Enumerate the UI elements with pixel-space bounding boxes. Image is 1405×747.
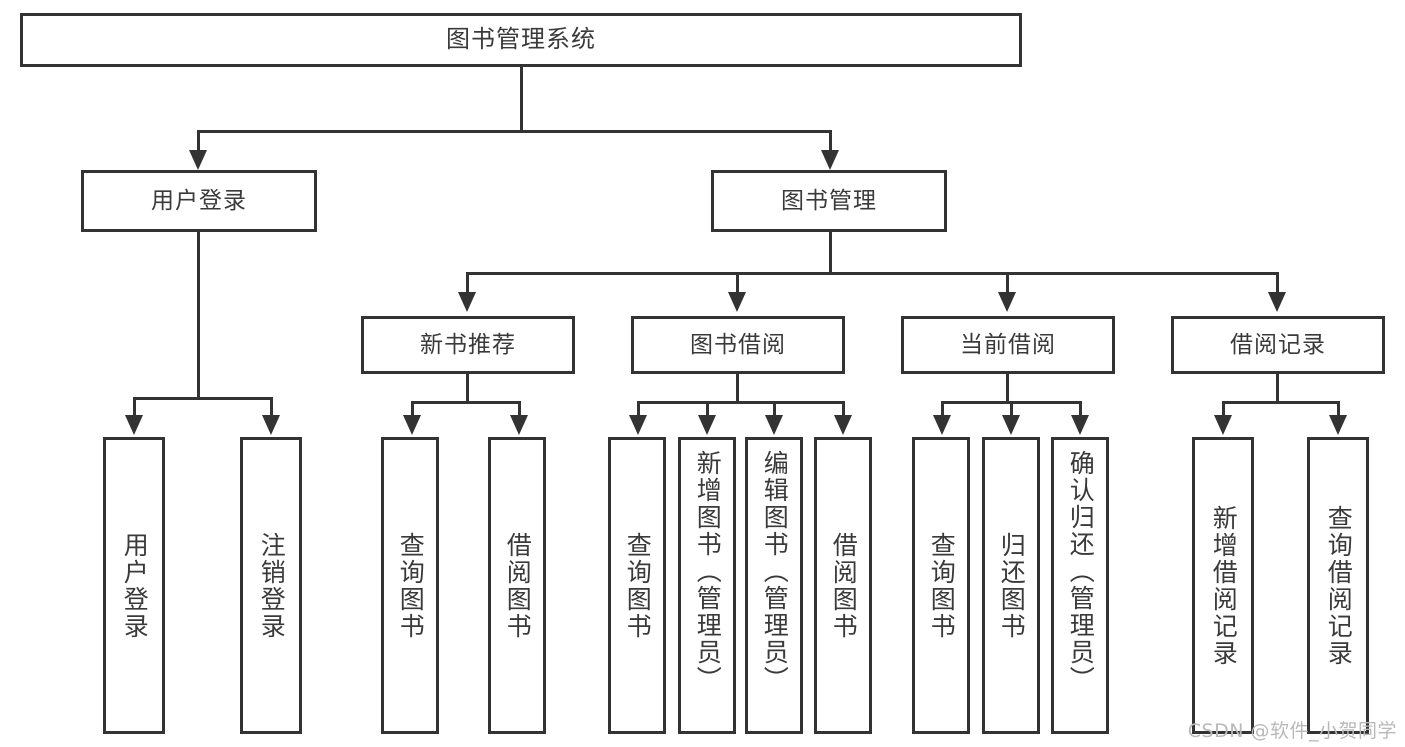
node-label: 图书管理	[781, 187, 877, 214]
connector-cb-drop-3	[1079, 401, 1082, 417]
connector-bb-drop-2	[706, 401, 709, 417]
connector-bb-drop-3	[773, 401, 776, 417]
connector-user-login-drop-1	[133, 397, 136, 417]
leaf-nbr-borrow-book[interactable]: 借阅图书	[488, 437, 546, 734]
connector-bb-drop-1	[637, 401, 640, 417]
leaf-br-query-record[interactable]: 查询借阅记录	[1307, 437, 1369, 734]
connector-nbr-drop-2	[518, 401, 521, 417]
connector-bb-bus	[637, 401, 845, 404]
node-label: 图书管理系统	[446, 25, 596, 54]
connector-user-login-bus	[133, 397, 270, 400]
leaf-label: 确认归还（管理员）	[1066, 450, 1096, 693]
leaf-user-login[interactable]: 用户登录	[103, 437, 165, 734]
leaf-label: 新增借阅记录	[1209, 504, 1239, 667]
leaf-label: 查询图书	[927, 531, 957, 640]
leaf-logout[interactable]: 注销登录	[240, 437, 302, 734]
connector-root-bus	[197, 130, 832, 133]
connector-nbr-bus	[411, 401, 521, 404]
connector-bb-stem	[736, 374, 739, 401]
arrow-to-leaf-bb-query-book	[629, 415, 647, 435]
leaf-br-add-record[interactable]: 新增借阅记录	[1192, 437, 1254, 734]
node-root-book-management-system[interactable]: 图书管理系统	[20, 13, 1022, 67]
csdn-watermark: CSDN @软件_小贺同学	[1187, 720, 1397, 742]
node-label: 新书推荐	[420, 331, 516, 358]
connector-bb-drop-4	[842, 401, 845, 417]
connector-br-drop-2	[1337, 401, 1340, 417]
leaf-label: 编辑图书（管理员）	[760, 450, 790, 693]
arrow-to-leaf-logout	[262, 415, 280, 435]
arrow-to-leaf-nbr-borrow-book	[510, 415, 528, 435]
node-borrow-record[interactable]: 借阅记录	[1171, 316, 1385, 374]
arrow-to-leaf-br-add-record	[1214, 415, 1232, 435]
connector-root-to-book-management	[829, 130, 832, 152]
node-label: 当前借阅	[960, 331, 1056, 358]
leaf-bb-borrow-book[interactable]: 借阅图书	[814, 437, 872, 734]
leaf-label: 归还图书	[997, 531, 1027, 640]
node-label: 用户登录	[151, 187, 247, 214]
connector-user-login-drop-2	[270, 397, 273, 417]
leaf-bb-edit-book[interactable]: 编辑图书（管理员）	[745, 437, 803, 734]
connector-br-drop-1	[1222, 401, 1225, 417]
leaf-cb-confirm-return[interactable]: 确认归还（管理员）	[1051, 437, 1109, 734]
arrow-to-leaf-cb-confirm-return	[1071, 415, 1089, 435]
arrow-to-leaf-cb-query-book	[933, 415, 951, 435]
connector-nbr-drop-1	[411, 401, 414, 417]
arrow-to-leaf-user-login	[125, 415, 143, 435]
connector-cb-drop-1	[941, 401, 944, 417]
arrow-to-leaf-cb-return-book	[1002, 415, 1020, 435]
connector-root-stem	[520, 67, 523, 130]
connector-user-login-stem	[197, 232, 200, 397]
arrow-to-leaf-bb-borrow-book	[834, 415, 852, 435]
arrow-to-leaf-nbr-query-book	[403, 415, 421, 435]
connector-book-management-bus	[466, 272, 1278, 275]
connector-br-stem	[1276, 374, 1279, 401]
node-label: 借阅记录	[1230, 331, 1326, 358]
connector-cb-stem	[1006, 374, 1009, 401]
arrow-to-user-login	[189, 150, 207, 170]
leaf-label: 查询借阅记录	[1324, 504, 1354, 667]
leaf-label: 用户登录	[120, 531, 150, 640]
leaf-nbr-query-book[interactable]: 查询图书	[381, 437, 439, 734]
connector-bm-drop-1	[466, 272, 469, 294]
connector-br-bus	[1222, 401, 1340, 404]
node-book-management[interactable]: 图书管理	[711, 170, 947, 232]
node-book-borrow[interactable]: 图书借阅	[631, 316, 845, 374]
node-new-book-recommend[interactable]: 新书推荐	[361, 316, 575, 374]
leaf-label: 查询图书	[623, 531, 653, 640]
connector-bm-drop-3	[1006, 272, 1009, 294]
leaf-bb-add-book[interactable]: 新增图书（管理员）	[678, 437, 736, 734]
arrow-to-leaf-bb-edit-book	[765, 415, 783, 435]
arrow-to-leaf-br-query-record	[1329, 415, 1347, 435]
arrow-to-book-borrow	[728, 292, 746, 312]
leaf-label: 查询图书	[396, 531, 426, 640]
connector-bm-drop-2	[736, 272, 739, 294]
arrow-to-new-book-recommend	[458, 292, 476, 312]
leaf-label: 新增图书（管理员）	[693, 450, 723, 693]
node-label: 图书借阅	[690, 331, 786, 358]
connector-root-to-user-login	[197, 130, 200, 152]
leaf-cb-query-book[interactable]: 查询图书	[912, 437, 970, 734]
connector-nbr-stem	[466, 374, 469, 401]
connector-book-management-stem	[829, 232, 832, 272]
leaf-cb-return-book[interactable]: 归还图书	[982, 437, 1040, 734]
connector-cb-drop-2	[1010, 401, 1013, 417]
leaf-label: 借阅图书	[503, 531, 533, 640]
arrow-to-borrow-record	[1268, 292, 1286, 312]
arrow-to-current-borrow	[998, 292, 1016, 312]
leaf-label: 注销登录	[257, 531, 287, 640]
leaf-bb-query-book[interactable]: 查询图书	[608, 437, 666, 734]
node-user-login[interactable]: 用户登录	[81, 170, 317, 232]
node-current-borrow[interactable]: 当前借阅	[901, 316, 1115, 374]
arrow-to-book-management	[821, 150, 839, 170]
arrow-to-leaf-bb-add-book	[698, 415, 716, 435]
leaf-label: 借阅图书	[829, 531, 859, 640]
connector-bm-drop-4	[1276, 272, 1279, 294]
